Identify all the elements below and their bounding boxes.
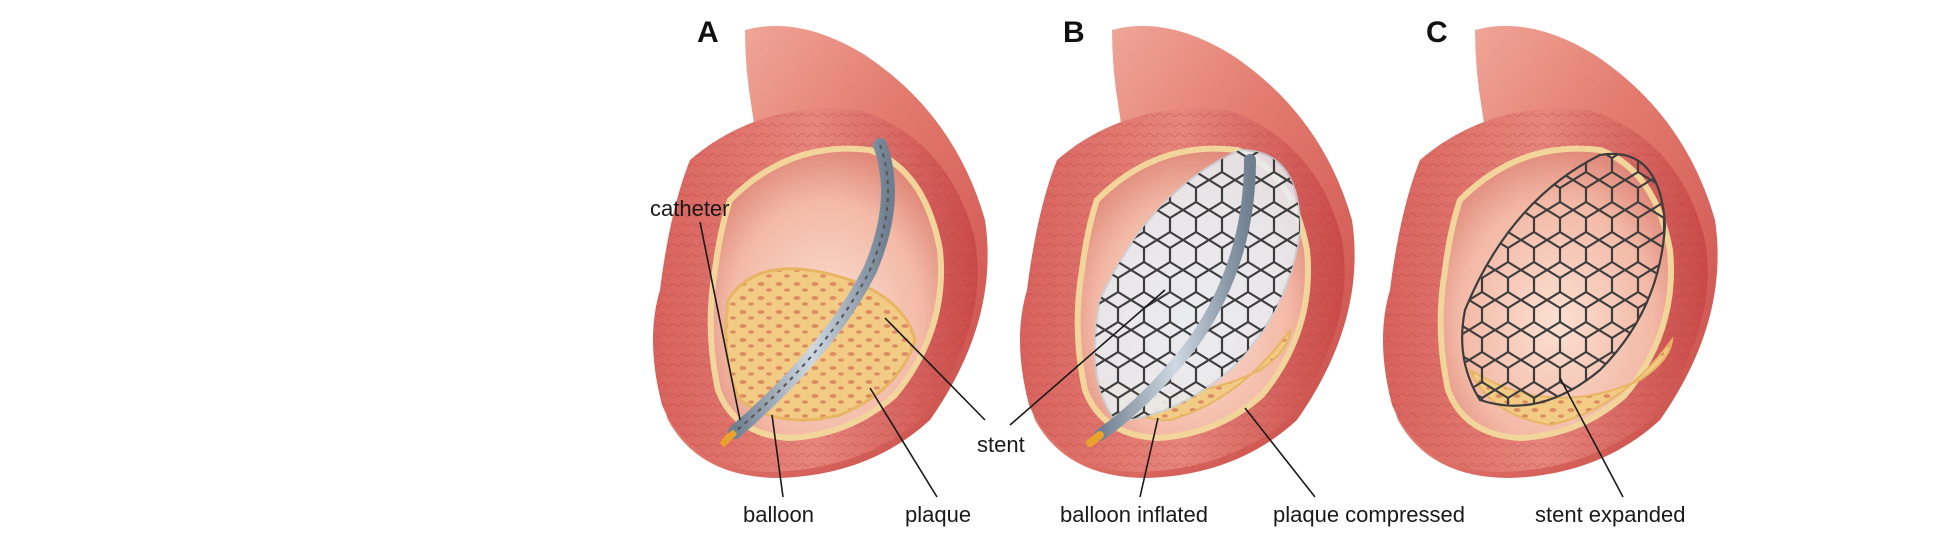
catheter-tip-b <box>1086 431 1104 447</box>
panel-letter-c: C <box>1426 16 1448 49</box>
panel-a-details <box>719 138 917 448</box>
label-balloon-inflated: balloon inflated <box>1060 502 1208 527</box>
leader-stent-expanded <box>1559 377 1624 498</box>
panel-b-details <box>1086 148 1302 447</box>
leader-balloon-inflated <box>1139 417 1159 498</box>
leader-plaque-compressed <box>1244 407 1316 498</box>
stent-c <box>1461 152 1667 407</box>
panel-letter-a: A <box>697 16 719 49</box>
leader-balloon <box>771 414 784 498</box>
catheter-b <box>1094 154 1256 441</box>
label-balloon: balloon <box>743 502 814 527</box>
leader-stent-a <box>884 317 986 421</box>
panel-c-details <box>1461 152 1674 427</box>
label-catheter: catheter <box>650 196 730 221</box>
panel-letter-b: B <box>1063 16 1085 49</box>
catheter-tip-a <box>719 429 738 448</box>
leader-stent-b <box>1009 289 1166 426</box>
label-plaque-compressed: plaque compressed <box>1273 502 1465 527</box>
leader-plaque <box>869 387 938 498</box>
leader-catheter <box>699 221 741 421</box>
label-stent-expanded: stent expanded <box>1535 502 1685 527</box>
label-plaque: plaque <box>905 502 971 527</box>
catheter-a <box>728 138 895 439</box>
leader-lines <box>699 221 1624 498</box>
label-stent: stent <box>977 432 1025 457</box>
